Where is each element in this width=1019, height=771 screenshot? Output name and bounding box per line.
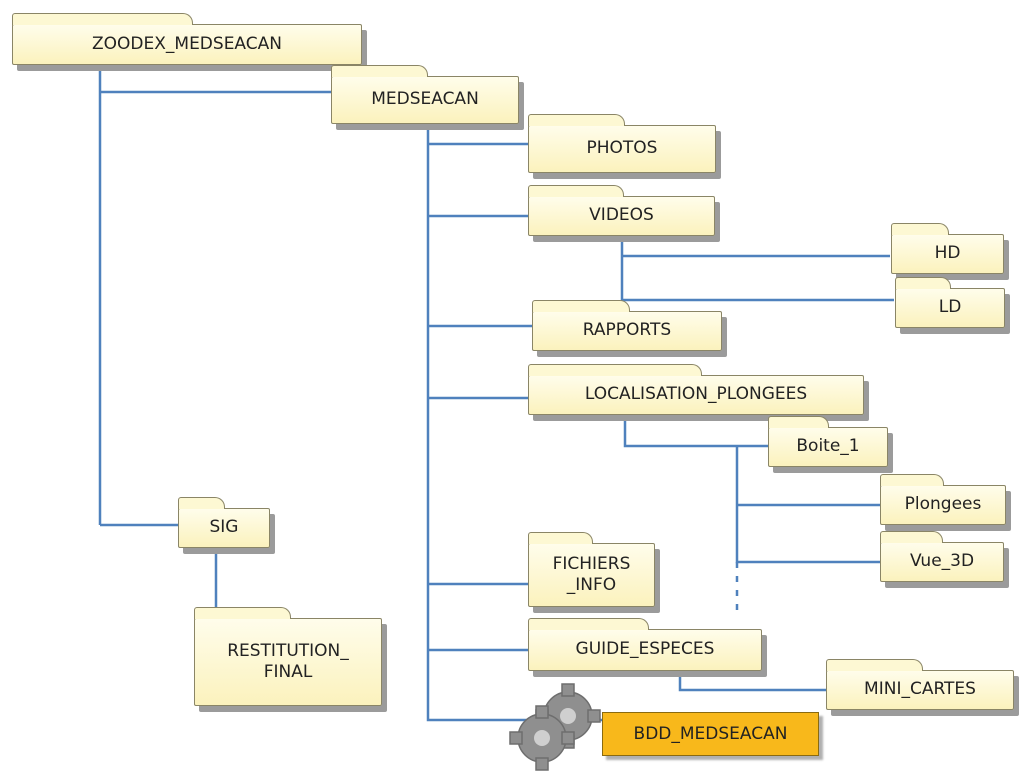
folder-label: GUIDE_ESPECES bbox=[575, 639, 715, 660]
folder-label: FICHIERS _INFO bbox=[552, 553, 631, 595]
folder-vue-3d[interactable]: Vue_3D bbox=[880, 531, 1004, 582]
folder-label: PHOTOS bbox=[586, 138, 658, 159]
database-bdd-medseacan[interactable]: BDD_MEDSEACAN bbox=[602, 712, 819, 756]
folder-plongees[interactable]: Plongees bbox=[880, 474, 1006, 525]
line-guide-minicartes bbox=[678, 672, 826, 692]
folder-guide-especes[interactable]: GUIDE_ESPECES bbox=[528, 618, 762, 671]
folder-videos[interactable]: VIDEOS bbox=[528, 185, 715, 236]
folder-photos[interactable]: PHOTOS bbox=[528, 114, 716, 173]
line-video-children bbox=[620, 238, 894, 302]
folder-restitution-final[interactable]: RESTITUTION_ FINAL bbox=[194, 607, 382, 706]
folder-ld[interactable]: LD bbox=[895, 277, 1005, 328]
folder-label: VIDEOS bbox=[589, 205, 654, 226]
folder-hd[interactable]: HD bbox=[891, 223, 1004, 274]
folder-label: LOCALISATION_PLONGEES bbox=[584, 384, 808, 405]
folder-label: MEDSEACAN bbox=[371, 89, 479, 110]
line-root-medseacan bbox=[98, 64, 333, 527]
folder-label: RAPPORTS bbox=[582, 320, 672, 341]
folder-sig[interactable]: SIG bbox=[178, 497, 270, 548]
folder-rapports[interactable]: RAPPORTS bbox=[532, 300, 722, 351]
folder-medseacan[interactable]: MEDSEACAN bbox=[331, 65, 519, 124]
folder-label: Vue_3D bbox=[909, 551, 975, 572]
folder-mini-cartes[interactable]: MINI_CARTES bbox=[826, 659, 1014, 710]
folder-boite-1[interactable]: Boite_1 bbox=[768, 416, 888, 467]
folder-label: RESTITUTION_ FINAL bbox=[227, 640, 349, 682]
folder-label: SIG bbox=[209, 517, 239, 538]
folder-zoodex-medseacan[interactable]: ZOODEX_MEDSEACAN bbox=[12, 13, 362, 65]
folder-fichiers-info[interactable]: FICHIERS _INFO bbox=[528, 532, 655, 607]
folder-label: ZOODEX_MEDSEACAN bbox=[92, 33, 282, 54]
folder-localisation-plongees[interactable]: LOCALISATION_PLONGEES bbox=[528, 364, 864, 415]
database-label: BDD_MEDSEACAN bbox=[633, 724, 788, 744]
folder-label: LD bbox=[938, 297, 962, 318]
folder-label: HD bbox=[934, 243, 961, 264]
gears-icon bbox=[509, 683, 601, 771]
folder-label: Plongees bbox=[904, 494, 982, 515]
folder-label: Boite_1 bbox=[796, 436, 860, 457]
folder-label: MINI_CARTES bbox=[864, 679, 976, 700]
